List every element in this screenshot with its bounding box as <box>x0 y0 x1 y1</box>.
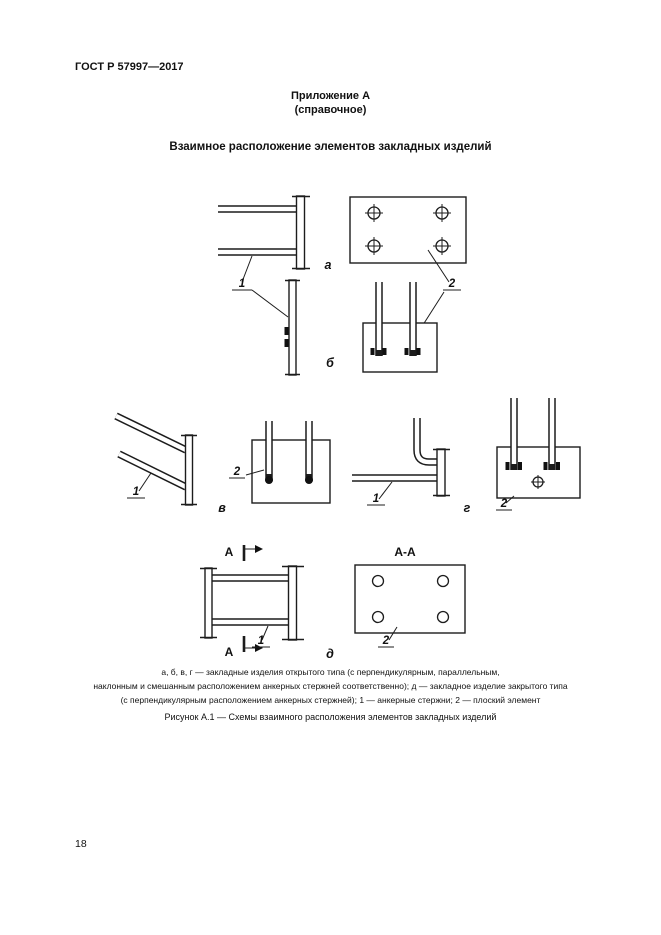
flat-element <box>496 446 581 499</box>
appendix-header: Приложение А (справочное) <box>0 90 661 117</box>
page-number: 18 <box>75 838 87 850</box>
section-mark-top: А <box>225 545 263 561</box>
doc-number: ГОСТ Р 57997—2017 <box>75 61 184 73</box>
pos-label-1: 1 <box>258 635 264 647</box>
drawing-v-inclined: 1 <box>114 412 197 506</box>
leader-line <box>388 626 398 641</box>
leader-line <box>427 249 450 283</box>
pos-label-2: 2 <box>448 278 456 290</box>
anchor-symbol <box>365 204 451 255</box>
plate-edge <box>288 279 297 376</box>
subfigure-label-d: д <box>326 647 334 661</box>
drawing-a-plan: 2 <box>349 196 467 329</box>
leader-line <box>261 625 269 641</box>
figure-note-line: (с перпендикулярным расположением анкерн… <box>120 694 541 705</box>
leader-line <box>241 255 253 283</box>
leader-line <box>378 481 393 500</box>
pos-label-2: 2 <box>233 466 241 478</box>
pos-label-1: 1 <box>133 486 139 498</box>
figure-caption: Рисунок А.1 — Схемы взаимного расположен… <box>164 712 497 722</box>
drawing-g-front: 2 <box>496 396 581 511</box>
pos-label-2: 2 <box>500 498 508 510</box>
pos-label-2: 2 <box>382 635 390 647</box>
rod-section <box>436 574 450 588</box>
flat-element <box>362 322 438 373</box>
drawing-b-parallel <box>284 279 438 376</box>
anchor-symbol <box>531 475 545 489</box>
figure-note-line: а, б, в, г — закладные изделия открытого… <box>161 667 500 677</box>
section-view-title: А-А <box>394 545 416 559</box>
drawing-d-closed: А А 1 <box>200 545 304 659</box>
figure-notes: а, б, в, г — закладные изделия открытого… <box>0 666 661 707</box>
leader-line <box>138 472 152 492</box>
appendix-title: Приложение А <box>290 90 371 102</box>
subfigure-label-v: в <box>218 501 226 515</box>
appendix-subtitle: (справочное) <box>294 103 367 116</box>
plate-edge <box>295 195 306 270</box>
flat-element <box>354 564 466 634</box>
subfigure-label-a: а <box>325 258 332 272</box>
figure-drawing: 1 а 2 <box>114 195 581 661</box>
rod-section <box>371 610 385 624</box>
plate-edge <box>204 567 213 639</box>
pos-label-1: 1 <box>239 278 245 290</box>
flange-plate <box>287 565 298 641</box>
section-mark-bottom: А <box>225 636 263 659</box>
drawing-g-mixed: 1 <box>352 418 450 506</box>
leader-line <box>420 291 445 329</box>
subfigure-label-g: г <box>464 501 471 515</box>
leader-line <box>251 289 289 318</box>
section-title: Взаимное расположение элементов закладны… <box>169 141 492 153</box>
drawing-section-aa: А-А 2 <box>354 545 466 648</box>
pos-label-1: 1 <box>373 493 379 505</box>
section-letter: А <box>225 645 234 659</box>
flat-element <box>251 439 331 504</box>
plate-edge <box>184 434 194 506</box>
drawing-a-perpendicular: 1 <box>218 195 310 318</box>
leader-line <box>505 495 515 504</box>
flat-element <box>349 196 467 264</box>
subfigure-label-b: б <box>326 356 335 370</box>
rod-section <box>371 574 385 588</box>
leader-line <box>245 469 265 476</box>
figure-note-line: наклонным и смешанным расположением анке… <box>93 680 568 691</box>
section-letter: А <box>225 545 234 559</box>
drawing-v-front: 2 <box>229 419 331 504</box>
plate-edge <box>436 448 446 497</box>
rod-section <box>436 610 450 624</box>
